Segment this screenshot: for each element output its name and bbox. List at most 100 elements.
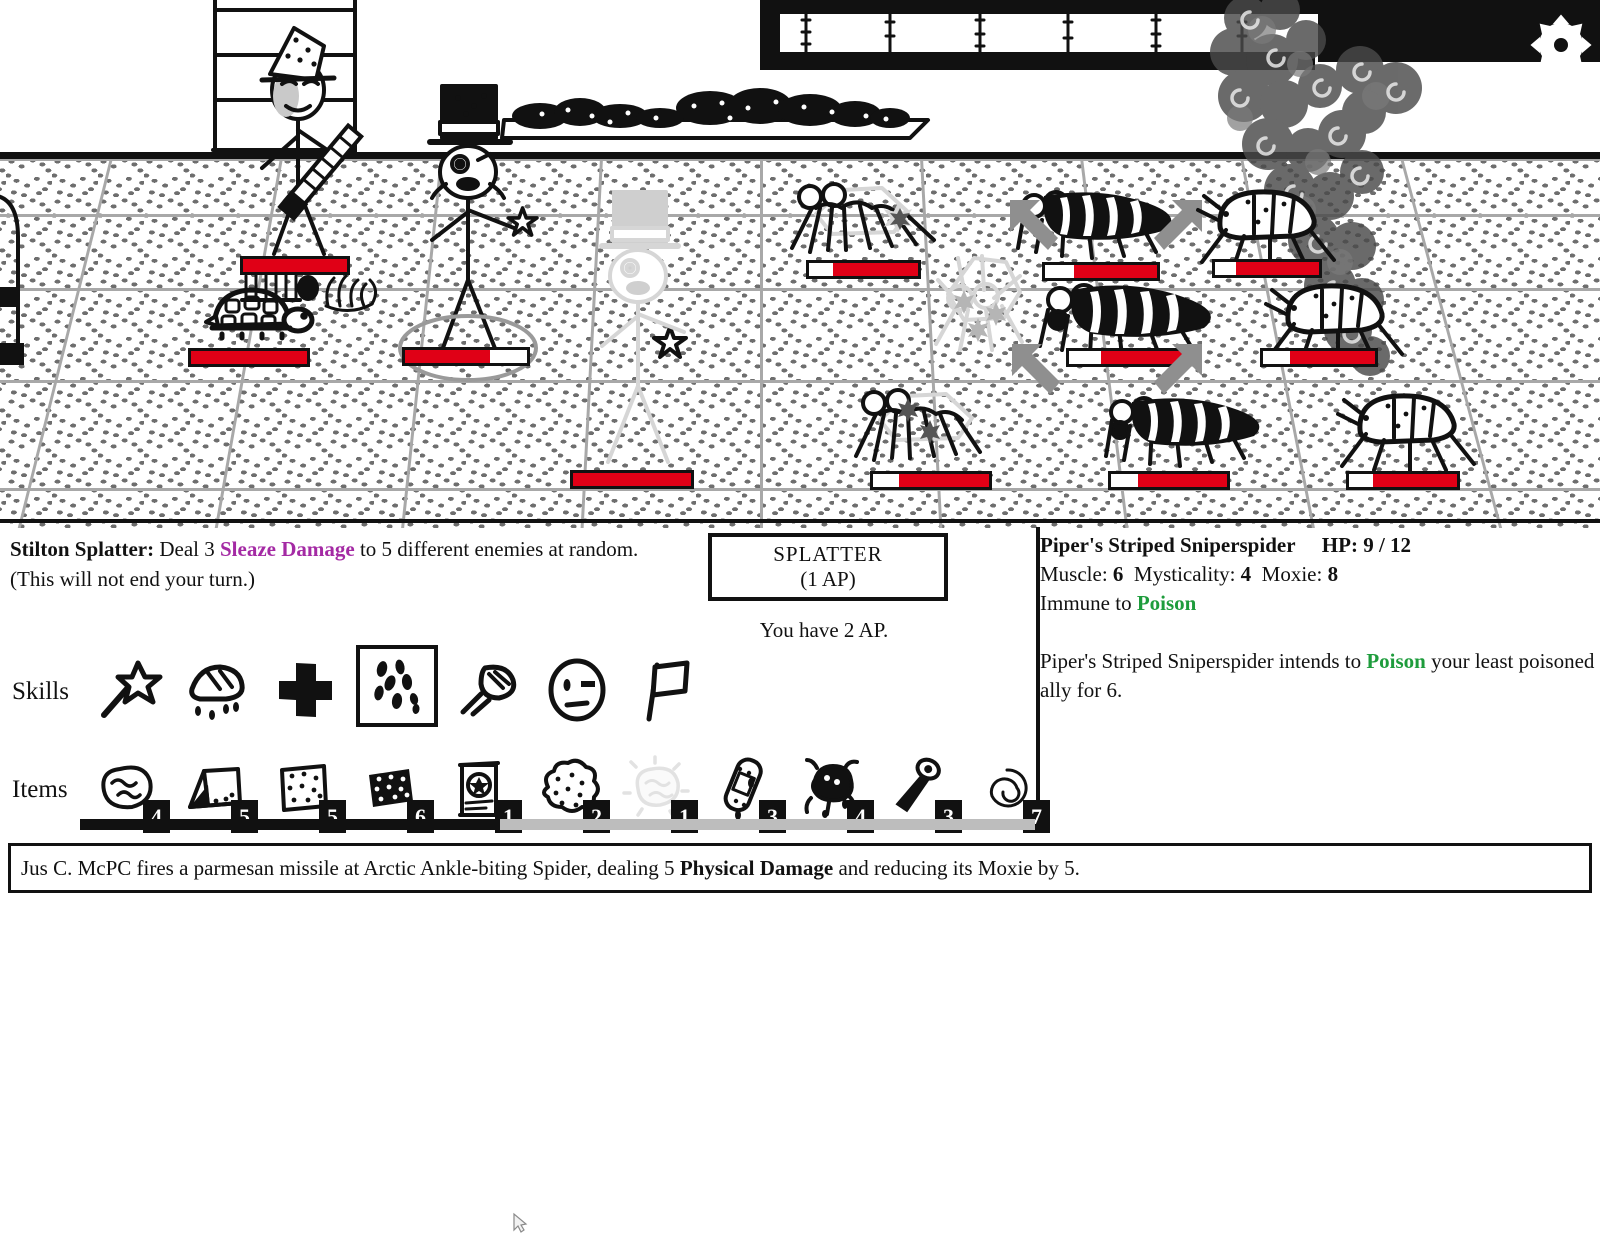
bottom-ui: Stilton Splatter: Deal 3 Sleaze Damage t… — [0, 523, 1600, 1233]
physical-damage-label: Physical Damage — [679, 855, 834, 880]
skill-desc-post: to 5 different enemies at random. — [354, 537, 639, 561]
swirl-item[interactable]: 7 — [970, 751, 1050, 833]
sleaze-damage-label: Sleaze Damage — [219, 537, 355, 561]
mallet-item[interactable]: 3 — [882, 751, 962, 833]
mysticality-label: Mysticality: — [1133, 562, 1236, 586]
sparkle-star — [652, 325, 688, 359]
action-button[interactable]: SPLATTER (1 AP) — [708, 533, 948, 601]
ghost-spider — [934, 254, 1024, 352]
hp-bar-beetle-bottom-right — [1346, 471, 1460, 490]
floor-back-wall — [0, 152, 1600, 159]
floor-gridline — [0, 288, 1600, 291]
immunity-prefix: Immune to — [1040, 591, 1137, 615]
floor-gridline — [0, 488, 1600, 491]
skill-desc-pre: Deal 3 — [154, 537, 220, 561]
spider-bottom-left[interactable] — [846, 384, 1016, 476]
floor-gridline — [0, 380, 1600, 383]
action-cost: (1 AP) — [800, 567, 856, 591]
cloudy-cheese-item[interactable]: 2 — [530, 751, 610, 833]
star-can-item[interactable]: 1 — [442, 751, 522, 833]
items-scrollbar-track[interactable] — [80, 819, 1035, 830]
intent-poison-label: Poison — [1366, 649, 1426, 673]
battlefield-bottom-rule — [0, 519, 1600, 523]
speckled-cheese-item[interactable]: 5 — [266, 751, 346, 833]
target-arrow — [1154, 344, 1202, 394]
top-hat-wizard[interactable] — [418, 80, 548, 380]
flag-skill[interactable] — [628, 653, 702, 727]
hp-bar-beetle-mid-right — [1260, 348, 1378, 367]
selection-ellipse — [398, 314, 538, 382]
poison-status-label: Poison — [1136, 591, 1197, 615]
glowing-cheese-item[interactable]: 1 — [618, 751, 698, 833]
left-machine — [0, 194, 24, 365]
background-beam-vertical — [760, 0, 780, 66]
beetle-top-right[interactable] — [1196, 180, 1346, 270]
hp-bar-grub-bottom — [1108, 471, 1230, 490]
conveyor-pile — [500, 88, 930, 140]
magic-wand-skill[interactable] — [92, 653, 166, 727]
items-scrollbar-thumb[interactable] — [80, 819, 501, 830]
hp-bar-grub-mid — [1066, 348, 1186, 367]
taunt-face-skill[interactable] — [540, 653, 614, 727]
enemy-name: Piper's Striped Sniperspider — [1040, 533, 1296, 557]
battlefield — [0, 0, 1600, 528]
intent-post: your least poisoned ally for 6. — [1040, 649, 1595, 702]
beetle-mid-right[interactable] — [1262, 272, 1412, 364]
skills-row — [92, 645, 716, 727]
intent-pre: Piper's Striped Sniperspider intends to — [1040, 649, 1367, 673]
turtle-spikes-status — [240, 268, 377, 312]
heal-cross-skill[interactable] — [268, 653, 342, 727]
skill-desc-line2: (This will not end your turn.) — [10, 567, 255, 591]
enemy-intent: Piper's Striped Sniperspider intends to … — [1040, 647, 1596, 705]
squashed-bug-item[interactable]: 4 — [794, 751, 874, 833]
hp-bar-spider-top-left — [806, 260, 921, 279]
cheese-blob-item[interactable]: 4 — [90, 751, 170, 833]
moxie-label: Moxie: — [1261, 562, 1323, 586]
floor-gridline — [0, 214, 1600, 217]
skill-description: Stilton Splatter: Deal 3 Sleaze Damage t… — [10, 534, 690, 594]
mysticality-value: 4 — [1240, 562, 1252, 586]
log-post: and reducing its Moxie by 5. — [833, 855, 1080, 880]
hp-bar-grub-top-mid — [1042, 262, 1160, 281]
background-beam-lower — [760, 52, 1315, 70]
beetle-bottom-right[interactable] — [1334, 382, 1484, 474]
enemy-stats: Muscle: 6 Mysticality: 4 Moxie: 8 — [1040, 560, 1596, 589]
muscle-label: Muscle: — [1040, 562, 1108, 586]
enemy-info-panel: Piper's Striped Sniperspider HP: 9 / 12 … — [1040, 531, 1596, 705]
moxie-value: 8 — [1327, 562, 1339, 586]
skill-name: Stilton Splatter: — [10, 537, 155, 561]
hp-bar-wizard — [402, 347, 530, 366]
bleeding-shoe-skill[interactable] — [180, 653, 254, 727]
thrown-cheese-skill[interactable] — [452, 653, 526, 727]
floor-gridline — [0, 158, 1600, 161]
spider-top-left[interactable] — [782, 178, 952, 268]
skills-label: Skills — [12, 678, 69, 705]
enemy-hp-value: 9 / 12 — [1363, 533, 1412, 557]
items-label: Items — [12, 776, 68, 803]
combat-log: Jus C. McPC fires a parmesan missile at … — [8, 843, 1592, 893]
hp-bar-spider-bottom-left — [870, 471, 992, 490]
hp-bar-bard — [188, 348, 310, 367]
enemy-hp-label: HP: — [1321, 533, 1358, 557]
hp-bar-turtle — [240, 256, 350, 275]
enemy-header: Piper's Striped Sniperspider HP: 9 / 12 — [1040, 531, 1596, 560]
grub-bottom[interactable] — [1098, 390, 1288, 482]
ap-hint: You have 2 AP. — [759, 618, 889, 642]
enemy-immunity: Immune to Poison — [1040, 589, 1596, 618]
floor-gridline — [760, 158, 763, 528]
muscle-value: 6 — [1112, 562, 1124, 586]
gear-icon — [1530, 14, 1592, 76]
target-arrow — [1154, 200, 1202, 250]
bandage-item[interactable]: 3 — [706, 751, 786, 833]
cheese-bag-item[interactable]: 5 — [178, 751, 258, 833]
bard-stick-figure[interactable] — [238, 18, 398, 268]
action-label: SPLATTER — [773, 542, 883, 566]
grub-mid[interactable] — [1034, 278, 1239, 378]
items-row: 4 5 — [90, 751, 1058, 833]
ghost-ally[interactable] — [588, 190, 708, 480]
mouse-cursor — [513, 1212, 528, 1233]
pepper-cheese-item[interactable]: 6 — [354, 751, 434, 833]
splatter-skill[interactable] — [356, 645, 438, 727]
hp-bar-ghost — [570, 470, 694, 489]
